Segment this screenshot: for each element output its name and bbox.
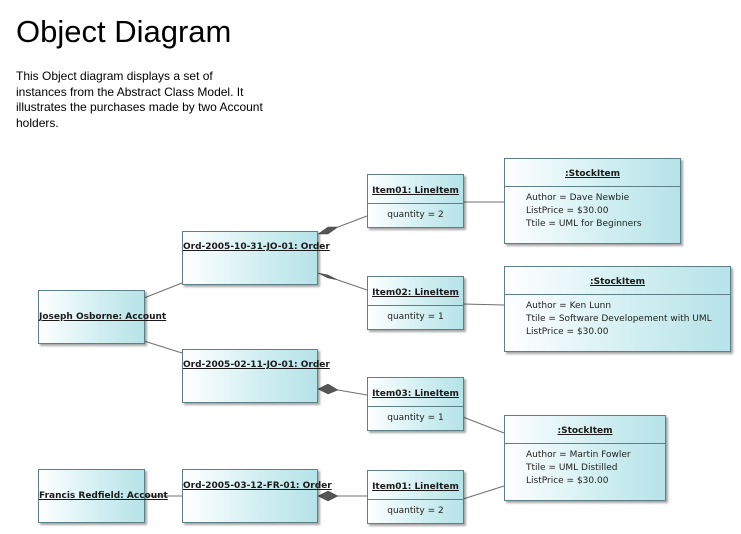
object-name: Ord-2005-10-31-JO-01: Order	[183, 242, 330, 252]
compartment-divider	[368, 305, 463, 306]
attribute-title: Ttile = UML for Beginners	[526, 219, 642, 229]
order-ord-2005-10-31-jo-01[interactable]: Ord-2005-10-31-JO-01: Order	[182, 231, 330, 285]
compartment-divider	[505, 294, 730, 295]
object-name: Item02: LineItem	[372, 288, 459, 298]
link-joseph-order1	[143, 282, 183, 299]
object-name: :StockItem	[564, 169, 621, 179]
attribute-author: Author = Martin Fowler	[526, 450, 631, 460]
object-name: Ord-2005-02-11-JO-01: Order	[183, 360, 330, 370]
compartment-divider	[505, 443, 665, 444]
attribute-quantity: quantity = 2	[387, 506, 444, 516]
lineitem-item01-francis[interactable]: Item01: LineItem quantity = 2	[367, 470, 464, 524]
compartment-divider	[505, 186, 680, 187]
attribute-list: Author = Dave Newbie ListPrice = $30.00 …	[505, 187, 680, 231]
object-name: Item01: LineItem	[372, 482, 459, 492]
attribute-quantity: quantity = 2	[387, 210, 444, 220]
object-name: :StockItem	[557, 426, 613, 436]
attribute-listprice: ListPrice = $30.00	[526, 327, 609, 337]
stockitem-uml-distilled[interactable]: :StockItem Author = Martin Fowler Ttile …	[504, 415, 666, 501]
link-order2-item03	[337, 389, 368, 396]
composition-diamond-icon	[317, 272, 339, 281]
attribute-list: Author = Ken Lunn Ttile = Software Devel…	[505, 295, 730, 339]
composition-diamond-icon	[317, 490, 339, 502]
link-joseph-order2	[143, 340, 183, 354]
object-name: Item01: LineItem	[372, 186, 459, 196]
link-item03-stock3	[462, 416, 505, 434]
compartment-divider	[368, 406, 463, 407]
attribute-quantity: quantity = 1	[387, 413, 444, 423]
attribute-title: Ttile = UML Distilled	[526, 463, 618, 473]
lineitem-item01[interactable]: Item01: LineItem quantity = 2	[367, 174, 464, 228]
lineitem-item03[interactable]: Item03: LineItem quantity = 1	[367, 377, 464, 431]
object-name: Francis Redfield: Account	[39, 491, 168, 501]
object-name: Ord-2005-03-12-FR-01: Order	[183, 481, 332, 491]
order-ord-2005-03-12-fr-01[interactable]: Ord-2005-03-12-FR-01: Order	[182, 469, 332, 523]
attribute-author: Author = Dave Newbie	[526, 193, 630, 203]
attribute-listprice: ListPrice = $30.00	[526, 476, 609, 486]
attribute-list: Author = Martin Fowler Ttile = UML Disti…	[505, 444, 665, 488]
attribute-listprice: ListPrice = $30.00	[526, 206, 609, 216]
attribute-author: Author = Ken Lunn	[526, 301, 612, 311]
composition-diamond-icon	[317, 226, 339, 235]
order-ord-2005-02-11-jo-01[interactable]: Ord-2005-02-11-JO-01: Order	[182, 349, 330, 403]
page-title: Object Diagram	[16, 14, 232, 49]
object-name: Joseph Osborne: Account	[39, 312, 167, 322]
link-item02-stock2	[462, 303, 505, 306]
object-name: :StockItem	[589, 277, 646, 287]
link-order1-item01	[337, 215, 368, 228]
stockitem-software-development-with-uml[interactable]: :StockItem Author = Ken Lunn Ttile = Sof…	[504, 266, 731, 352]
account-francis-redfield[interactable]: Francis Redfield: Account	[38, 469, 168, 523]
attribute-quantity: quantity = 1	[387, 312, 444, 322]
lineitem-item02[interactable]: Item02: LineItem quantity = 1	[367, 276, 464, 330]
compartment-divider	[368, 203, 463, 204]
object-name: Item03: LineItem	[372, 389, 459, 399]
diagram-description: This Object diagram displays a set of in…	[16, 69, 263, 130]
link-item01b-stock3	[462, 485, 505, 500]
account-joseph-osborne[interactable]: Joseph Osborne: Account	[38, 290, 167, 344]
link-order1-item02	[337, 279, 368, 291]
attribute-title: Ttile = Software Developement with UML	[526, 314, 712, 324]
composition-diamond-icon	[317, 383, 339, 395]
stockitem-uml-for-beginners[interactable]: :StockItem Author = Dave Newbie ListPric…	[504, 158, 681, 244]
compartment-divider	[368, 499, 463, 500]
